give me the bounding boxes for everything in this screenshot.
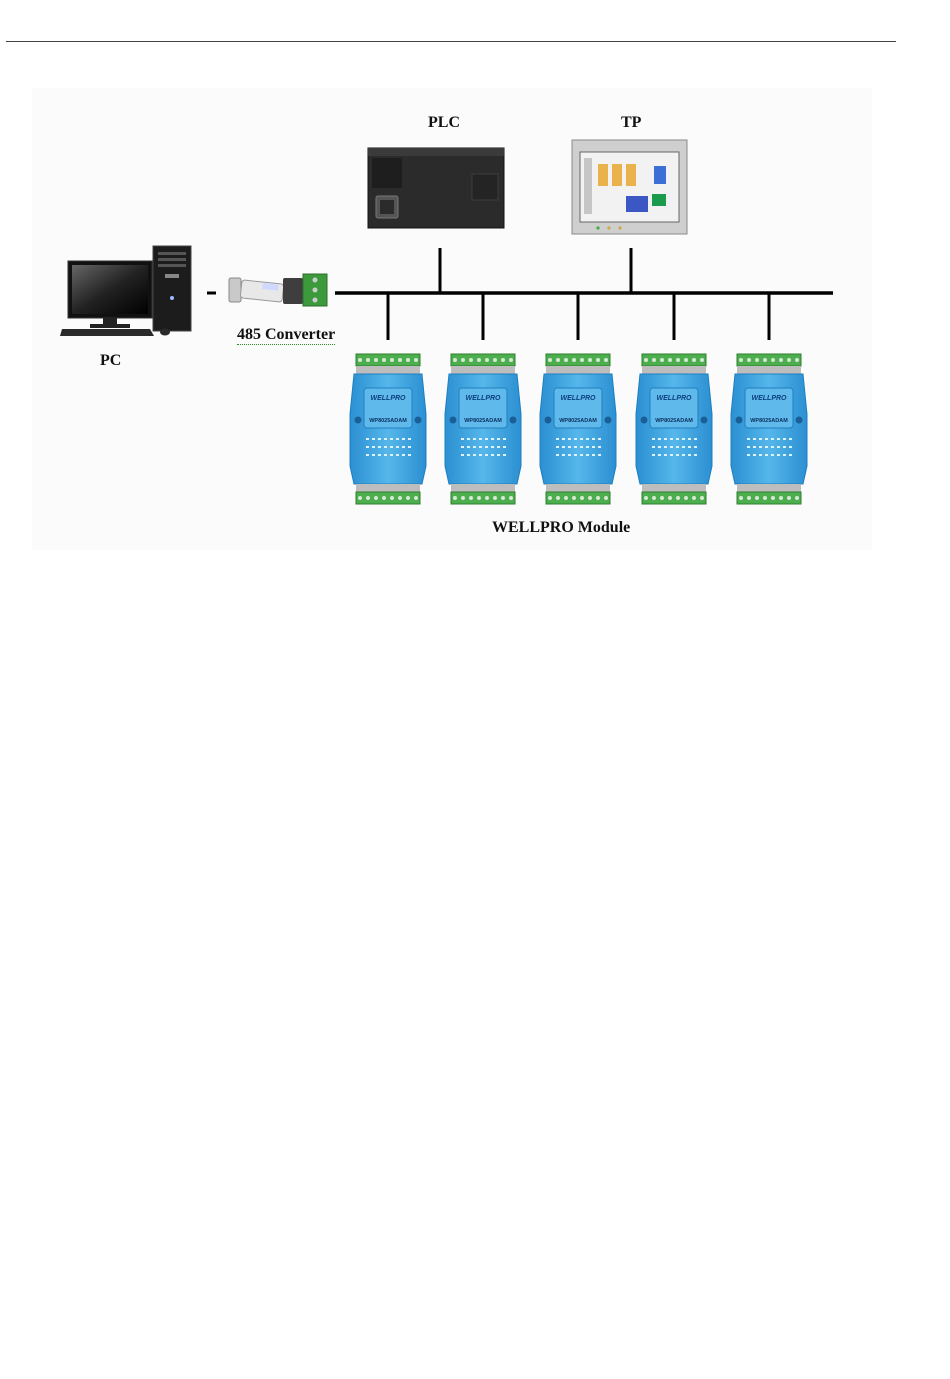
wellpro-module: WELLPRO WP8025ADAM	[540, 354, 616, 504]
module-model-label: WP8025ADAM	[559, 418, 597, 424]
plc-device-icon	[368, 148, 504, 228]
plc-label: PLC	[428, 114, 460, 132]
module-brand-label: WELLPRO	[752, 395, 788, 402]
wellpro-module: WELLPRO WP8025ADAM	[636, 354, 712, 504]
header-rule	[6, 41, 896, 42]
wellpro-module: WELLPRO WP8025ADAM	[731, 354, 807, 504]
tp-label: TP	[621, 114, 641, 132]
pc-monitor-icon	[68, 261, 152, 328]
module-model-label: WP8025ADAM	[369, 418, 407, 424]
touch-panel-icon	[572, 140, 687, 234]
module-model-label: WP8025ADAM	[655, 418, 693, 424]
module-brand-label: WELLPRO	[561, 395, 597, 402]
module-brand-label: WELLPRO	[657, 395, 693, 402]
modules-label: WELLPRO Module	[492, 519, 630, 537]
rs485-bus	[335, 248, 833, 340]
wellpro-module: WELLPRO WP8025ADAM	[445, 354, 521, 504]
module-model-label: WP8025ADAM	[750, 418, 788, 424]
rs485-converter-icon	[229, 274, 327, 306]
diagram-canvas: WELLPROWP8025ADAMWELLPROWP8025ADAMWELLPR…	[32, 88, 872, 550]
wellpro-modules: WELLPROWP8025ADAMWELLPROWP8025ADAMWELLPR…	[350, 354, 807, 504]
pc-tower-icon	[153, 246, 191, 331]
pc-label: PC	[100, 352, 121, 370]
module-model-label: WP8025ADAM	[464, 418, 502, 424]
module-brand-label: WELLPRO	[371, 395, 407, 402]
converter-label: 485 Converter	[237, 326, 335, 345]
module-brand-label: WELLPRO	[466, 395, 502, 402]
wellpro-module: WELLPRO WP8025ADAM	[350, 354, 426, 504]
